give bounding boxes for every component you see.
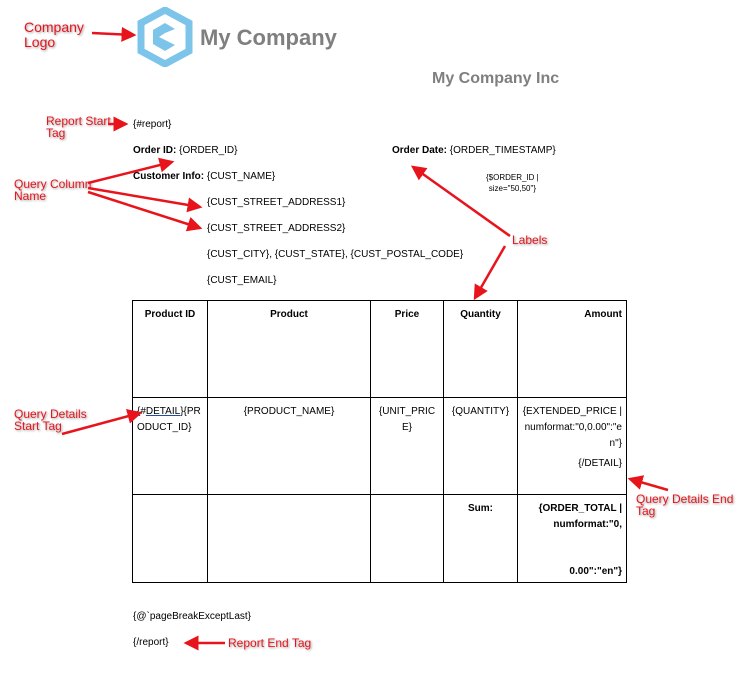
order-total-cell: {ORDER_TOTAL | numformat:"0,0.00":"en"} <box>517 494 627 583</box>
annotation-report-start: Report Start Tag <box>46 114 111 140</box>
product-id-cell: {#DETAIL}{PRODUCT_ID} <box>132 397 208 495</box>
barcode-tag: {$ORDER_ID |size="50,50"} <box>486 173 539 193</box>
sum-label: Sum: <box>443 494 518 583</box>
page-break-tag: {@`pageBreakExceptLast} <box>133 611 252 622</box>
cust-email-field: {CUST_EMAIL} <box>207 275 277 286</box>
company-logo-icon <box>137 7 193 67</box>
amount-cell: {EXTENDED_PRICE | numformat:"0,0.00":"en… <box>517 397 627 495</box>
report-end-tag: {/report} <box>133 637 169 648</box>
detail-start-tag: DETAIL <box>145 406 181 417</box>
order-id-label: Order ID: <box>133 145 177 156</box>
header-price: Price <box>370 300 444 398</box>
arrow-icon <box>627 475 669 492</box>
arrow-icon <box>87 186 203 213</box>
order-date-label: Order Date: <box>392 145 448 156</box>
order-details-table: Product ID Product Price Quantity Amount… <box>132 300 627 583</box>
report-start-tag: {#report} <box>133 119 172 130</box>
annotation-details-start: Query Details Start Tag <box>14 407 87 433</box>
annotation-labels: Labels <box>512 233 548 247</box>
arrow-icon <box>87 190 203 232</box>
detail-end-tag: {/DETAIL} <box>578 458 622 469</box>
company-name: My Company Inc <box>432 70 560 87</box>
cust-name-field: {CUST_NAME} <box>206 171 276 182</box>
cust-addr2-field: {CUST_STREET_ADDRESS2} <box>207 223 346 234</box>
header-amount: Amount <box>517 300 627 398</box>
table-row: {#DETAIL}{PRODUCT_ID} {PRODUCT_NAME} {UN… <box>132 397 627 495</box>
order-date-field: {ORDER_TIMESTAMP} <box>449 145 556 156</box>
cust-addr1-field: {CUST_STREET_ADDRESS1} <box>207 197 346 208</box>
arrow-icon <box>61 409 143 436</box>
header-product-id: Product ID <box>132 300 208 398</box>
arrow-icon <box>87 157 175 185</box>
annotation-query-column: Query Column Name <box>14 177 92 203</box>
annotation-report-end: Report End Tag <box>228 636 312 650</box>
annotation-company-logo: Company Logo <box>24 19 84 50</box>
order-id-field: {ORDER_ID} <box>179 145 238 156</box>
annotation-details-end: Query Details End Tag <box>636 492 734 518</box>
cust-city-field: {CUST_CITY}, {CUST_STATE}, {CUST_POSTAL_… <box>207 249 464 260</box>
unit-price-cell: {UNIT_PRICE} <box>370 397 444 495</box>
logo-brand-text: My Company <box>200 25 337 50</box>
table-header-row: Product ID Product Price Quantity Amount <box>132 300 627 398</box>
arrow-icon <box>473 245 507 301</box>
arrow-icon <box>91 26 137 42</box>
sum-row: Sum: {ORDER_TOTAL | numformat:"0,0.00":"… <box>132 494 627 583</box>
arrow-icon <box>410 165 511 238</box>
customer-info-label: Customer Info: <box>133 171 205 182</box>
